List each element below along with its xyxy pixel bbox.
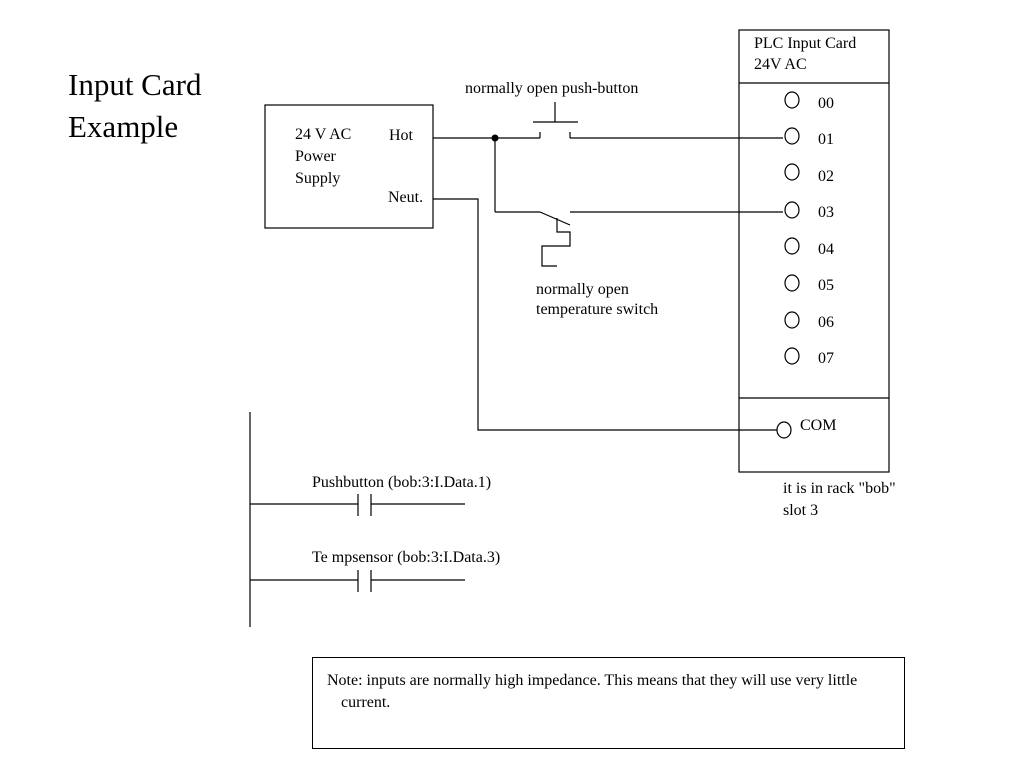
terminal-06-label: 06 [818,314,834,331]
terminal-00: 00 [784,91,834,112]
title-line-2: Example [68,109,179,144]
hot-terminal-label: Hot [389,127,414,144]
terminal-03-label: 03 [818,204,834,221]
neutral-terminal-label: Neut. [388,189,423,206]
push-button-symbol: normally open push-button [465,80,783,139]
plc-card-header-2: 24V AC [754,56,807,73]
plc-location-2: slot 3 [783,502,818,519]
terminal-04-label: 04 [818,241,834,258]
title-line-1: Input Card [68,67,202,102]
temp-switch-label-2: temperature switch [536,301,658,318]
plc-card-box [738,29,890,473]
temp-switch-label-1: normally open [536,281,629,298]
rung-tempsensor: Te mpsensor (bob:3:I.Data.3) [250,549,500,592]
hot-wire [433,134,540,213]
terminal-02-label: 02 [818,168,834,185]
terminal-03: 03 [784,201,834,221]
terminal-07: 07 [784,347,834,367]
terminal-02: 02 [784,163,834,185]
terminal-05: 05 [784,274,834,294]
terminal-06: 06 [784,311,834,331]
plc-location-1: it is in rack "bob" [783,480,896,497]
terminal-04: 04 [784,237,834,258]
ladder-logic: Pushbutton (bob:3:I.Data.1) Te mpsensor … [249,412,500,627]
power-supply: 24 V AC Power Supply Hot Neut. [264,104,434,229]
terminal-05-label: 05 [818,277,834,294]
terminal-00-label: 00 [818,95,834,112]
terminal-07-label: 07 [818,350,834,367]
terminal-com: COM [776,417,836,439]
temp-switch-symbol: normally open temperature switch [536,211,783,318]
note-box: Note: inputs are normally high impedance… [312,657,905,749]
power-supply-box [264,104,434,229]
push-button-label: normally open push-button [465,80,638,97]
rung-pushbutton: Pushbutton (bob:3:I.Data.1) [250,474,491,516]
power-supply-label-3: Supply [295,170,340,187]
rung-tempsensor-label: Te mpsensor (bob:3:I.Data.3) [312,549,500,566]
rung-pushbutton-label: Pushbutton (bob:3:I.Data.1) [312,474,491,491]
com-label: COM [800,417,836,434]
note-text: Note: inputs are normally high impedance… [327,672,858,711]
power-supply-label-2: Power [295,148,337,165]
terminal-01-label: 01 [818,131,834,148]
plc-card-header-1: PLC Input Card [754,35,856,52]
plc-input-card: PLC Input Card 24V AC 00 01 02 03 04 [738,29,896,519]
slide-title: Input Card Example [68,64,201,148]
power-supply-label-1: 24 V AC [295,126,351,143]
neutral-wire [433,198,777,431]
terminal-01: 01 [784,127,834,148]
